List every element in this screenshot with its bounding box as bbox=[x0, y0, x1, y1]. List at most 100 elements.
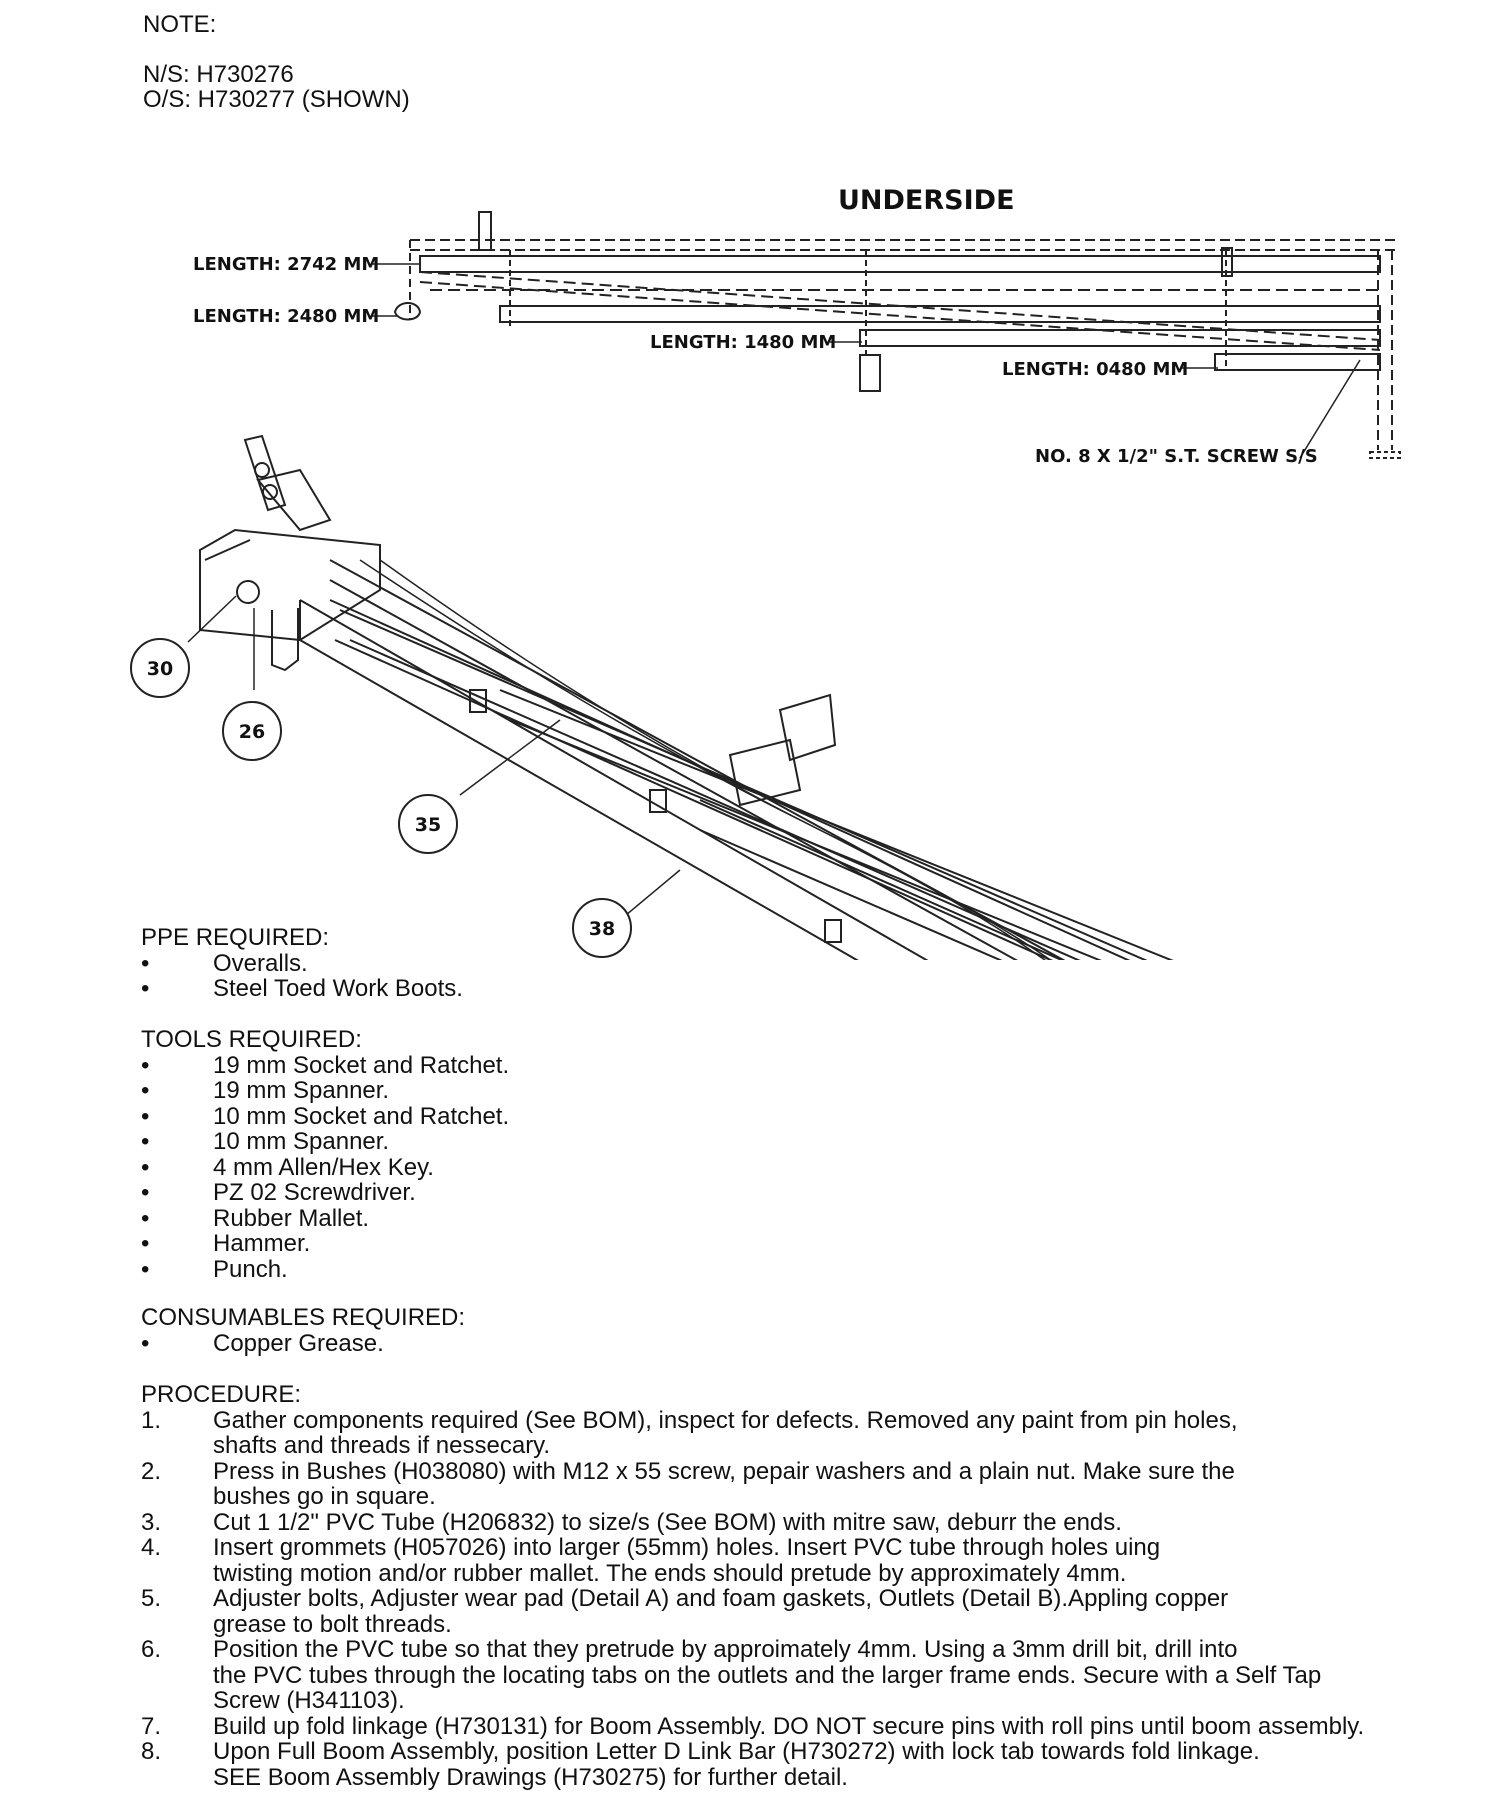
tools-list: • 19 mm Socket and Ratchet. • 19 mm Spanne… bbox=[141, 1051, 510, 1283]
step-line: twisting motion and/or rubber mallet. Th… bbox=[213, 1559, 1127, 1587]
step-line: Screw (H341103). bbox=[213, 1687, 405, 1714]
ppe-section: PPE REQUIRED: • Overalls. • Steel Toed Wor… bbox=[141, 925, 463, 1002]
callout-38-label: 38 bbox=[589, 918, 615, 940]
list-item: • 10 mm Socket and Ratchet. bbox=[141, 1102, 510, 1130]
bullet: • bbox=[141, 1230, 150, 1257]
tool-item: Rubber Mallet. bbox=[213, 1204, 370, 1232]
procedure-step: 8. Upon Full Boom Assembly, position Lett… bbox=[141, 1739, 1500, 1790]
list-item: • Steel Toed Work Boots. bbox=[141, 976, 463, 1002]
bullet: • bbox=[141, 1128, 150, 1155]
tool-item: 19 mm Spanner. bbox=[213, 1077, 390, 1104]
tool-item: 10 mm Socket and Ratchet. bbox=[213, 1102, 510, 1130]
step-line: Cut 1 1/2" PVC Tube (H206832) to size/s … bbox=[213, 1508, 1122, 1536]
consumable-item: Copper Grease. bbox=[213, 1329, 384, 1357]
list-item: • PZ 02 Screwdriver. bbox=[141, 1180, 509, 1206]
list-item: • 10 mm Spanner. bbox=[141, 1129, 509, 1155]
procedure-section: PROCEDURE: 1. Gather components required … bbox=[141, 1382, 1500, 1790]
procedure-list: 1. Gather components required (See BOM), … bbox=[141, 1406, 1500, 1791]
list-item: • Overalls. bbox=[141, 949, 463, 977]
step-line: Adjuster bolts, Adjuster wear pad (Detai… bbox=[213, 1585, 1229, 1612]
bullet: • bbox=[141, 975, 150, 1002]
callout-30-label: 30 bbox=[147, 658, 173, 680]
step-line: grease to bolt threads. bbox=[213, 1610, 452, 1638]
step-number: 4. bbox=[141, 1534, 162, 1561]
step-number: 1. bbox=[141, 1406, 162, 1434]
callout-group: 30 26 35 38 bbox=[130, 638, 632, 958]
ppe-item: Overalls. bbox=[213, 949, 308, 977]
tool-item: PZ 02 Screwdriver. bbox=[213, 1179, 416, 1206]
underside-view bbox=[372, 211, 1401, 459]
length-2480: LENGTH: 2480 MM bbox=[193, 306, 380, 327]
consumables-list: • Copper Grease. bbox=[141, 1329, 465, 1357]
callout-35: 35 bbox=[398, 794, 458, 854]
step-line: Gather components required (See BOM), in… bbox=[213, 1406, 1238, 1434]
consumables-section: CONSUMABLES REQUIRED: • Copper Grease. bbox=[141, 1305, 465, 1356]
list-item: • 19 mm Spanner. bbox=[141, 1078, 509, 1104]
tools-title: TOOLS REQUIRED: bbox=[141, 1026, 362, 1053]
list-item: • Punch. bbox=[141, 1255, 509, 1283]
procedure-step: 4. Insert grommets (H057026) into larger … bbox=[141, 1535, 1500, 1586]
underside-title: UNDERSIDE bbox=[838, 185, 1015, 216]
bullet: • bbox=[141, 1102, 150, 1130]
tool-item: 19 mm Socket and Ratchet. bbox=[213, 1051, 510, 1079]
list-item: • Rubber Mallet. bbox=[141, 1204, 509, 1232]
length-2742: LENGTH: 2742 MM bbox=[193, 254, 380, 275]
tool-item: Hammer. bbox=[213, 1230, 311, 1257]
boom-assembly-diagram: 30 26 35 38 bbox=[130, 211, 1401, 960]
step-number: 8. bbox=[141, 1738, 162, 1765]
procedure-step: 7. Build up fold linkage (H730131) for Bo… bbox=[141, 1712, 1500, 1740]
bullet: • bbox=[141, 1255, 150, 1283]
step-line: Insert grommets (H057026) into larger (5… bbox=[213, 1534, 1161, 1561]
step-line: Upon Full Boom Assembly, position Letter… bbox=[213, 1738, 1260, 1765]
callout-30: 30 bbox=[130, 638, 190, 698]
callout-35-label: 35 bbox=[415, 814, 441, 836]
step-number: 6. bbox=[141, 1636, 162, 1663]
step-number: 2. bbox=[141, 1457, 162, 1485]
step-line: SEE Boom Assembly Drawings (H730275) for… bbox=[213, 1763, 848, 1791]
bullet: • bbox=[141, 1077, 150, 1104]
bullet: • bbox=[141, 1179, 150, 1206]
tool-item: 4 mm Allen/Hex Key. bbox=[213, 1153, 434, 1181]
bullet: • bbox=[141, 1329, 150, 1357]
step-line: the PVC tubes through the locating tabs … bbox=[213, 1661, 1322, 1689]
ppe-title: PPE REQUIRED: bbox=[141, 924, 330, 951]
boom-isometric bbox=[187, 434, 1174, 960]
tools-section: TOOLS REQUIRED: • 19 mm Socket and Ratche… bbox=[141, 1027, 509, 1282]
note-os-part: O/S: H730277 (SHOWN) bbox=[143, 86, 410, 113]
list-item: • Copper Grease. bbox=[141, 1329, 465, 1357]
procedure-step: 3. Cut 1 1/2" PVC Tube (H206832) to size/… bbox=[141, 1508, 1500, 1536]
callout-26: 26 bbox=[222, 701, 282, 761]
callout-26-label: 26 bbox=[239, 721, 265, 743]
screw-label: NO. 8 X 1/2" S.T. SCREW S/S bbox=[1035, 446, 1318, 467]
callout-38: 38 bbox=[572, 898, 632, 958]
procedure-step: 5. Adjuster bolts, Adjuster wear pad (Det… bbox=[141, 1586, 1500, 1637]
step-line: Press in Bushes (H038080) with M12 x 55 … bbox=[213, 1457, 1235, 1485]
procedure-step: 1. Gather components required (See BOM), … bbox=[141, 1406, 1500, 1459]
bullet: • bbox=[141, 949, 150, 977]
tool-item: Punch. bbox=[213, 1255, 288, 1283]
procedure-step: 6. Position the PVC tube so that they pre… bbox=[141, 1637, 1500, 1714]
step-line: Position the PVC tube so that they pretr… bbox=[213, 1636, 1238, 1663]
length-0480: LENGTH: 0480 MM bbox=[1002, 359, 1189, 380]
bullet: • bbox=[141, 1204, 150, 1232]
note-title: NOTE: bbox=[143, 11, 217, 38]
step-line: shafts and threads if nessecary. bbox=[213, 1432, 551, 1459]
bullet: • bbox=[141, 1153, 150, 1181]
length-1480: LENGTH: 1480 MM bbox=[650, 332, 837, 353]
tool-item: 10 mm Spanner. bbox=[213, 1128, 390, 1155]
list-item: • Hammer. bbox=[141, 1231, 509, 1257]
procedure-step: 2. Press in Bushes (H038080) with M12 x 5… bbox=[141, 1457, 1500, 1510]
step-number: 5. bbox=[141, 1585, 162, 1612]
list-item: • 4 mm Allen/Hex Key. bbox=[141, 1153, 509, 1181]
procedure-title: PROCEDURE: bbox=[141, 1381, 302, 1408]
ppe-list: • Overalls. • Steel Toed Work Boots. bbox=[141, 949, 463, 1002]
note-ns-part: N/S: H730276 bbox=[143, 61, 294, 88]
consumables-title: CONSUMABLES REQUIRED: bbox=[141, 1304, 466, 1331]
bullet: • bbox=[141, 1051, 150, 1079]
ppe-item: Steel Toed Work Boots. bbox=[213, 975, 463, 1002]
step-line: Build up fold linkage (H730131) for Boom… bbox=[213, 1712, 1365, 1740]
step-number: 3. bbox=[141, 1508, 162, 1536]
list-item: • 19 mm Socket and Ratchet. bbox=[141, 1051, 510, 1079]
step-number: 7. bbox=[141, 1712, 162, 1740]
step-line: bushes go in square. bbox=[213, 1483, 436, 1510]
